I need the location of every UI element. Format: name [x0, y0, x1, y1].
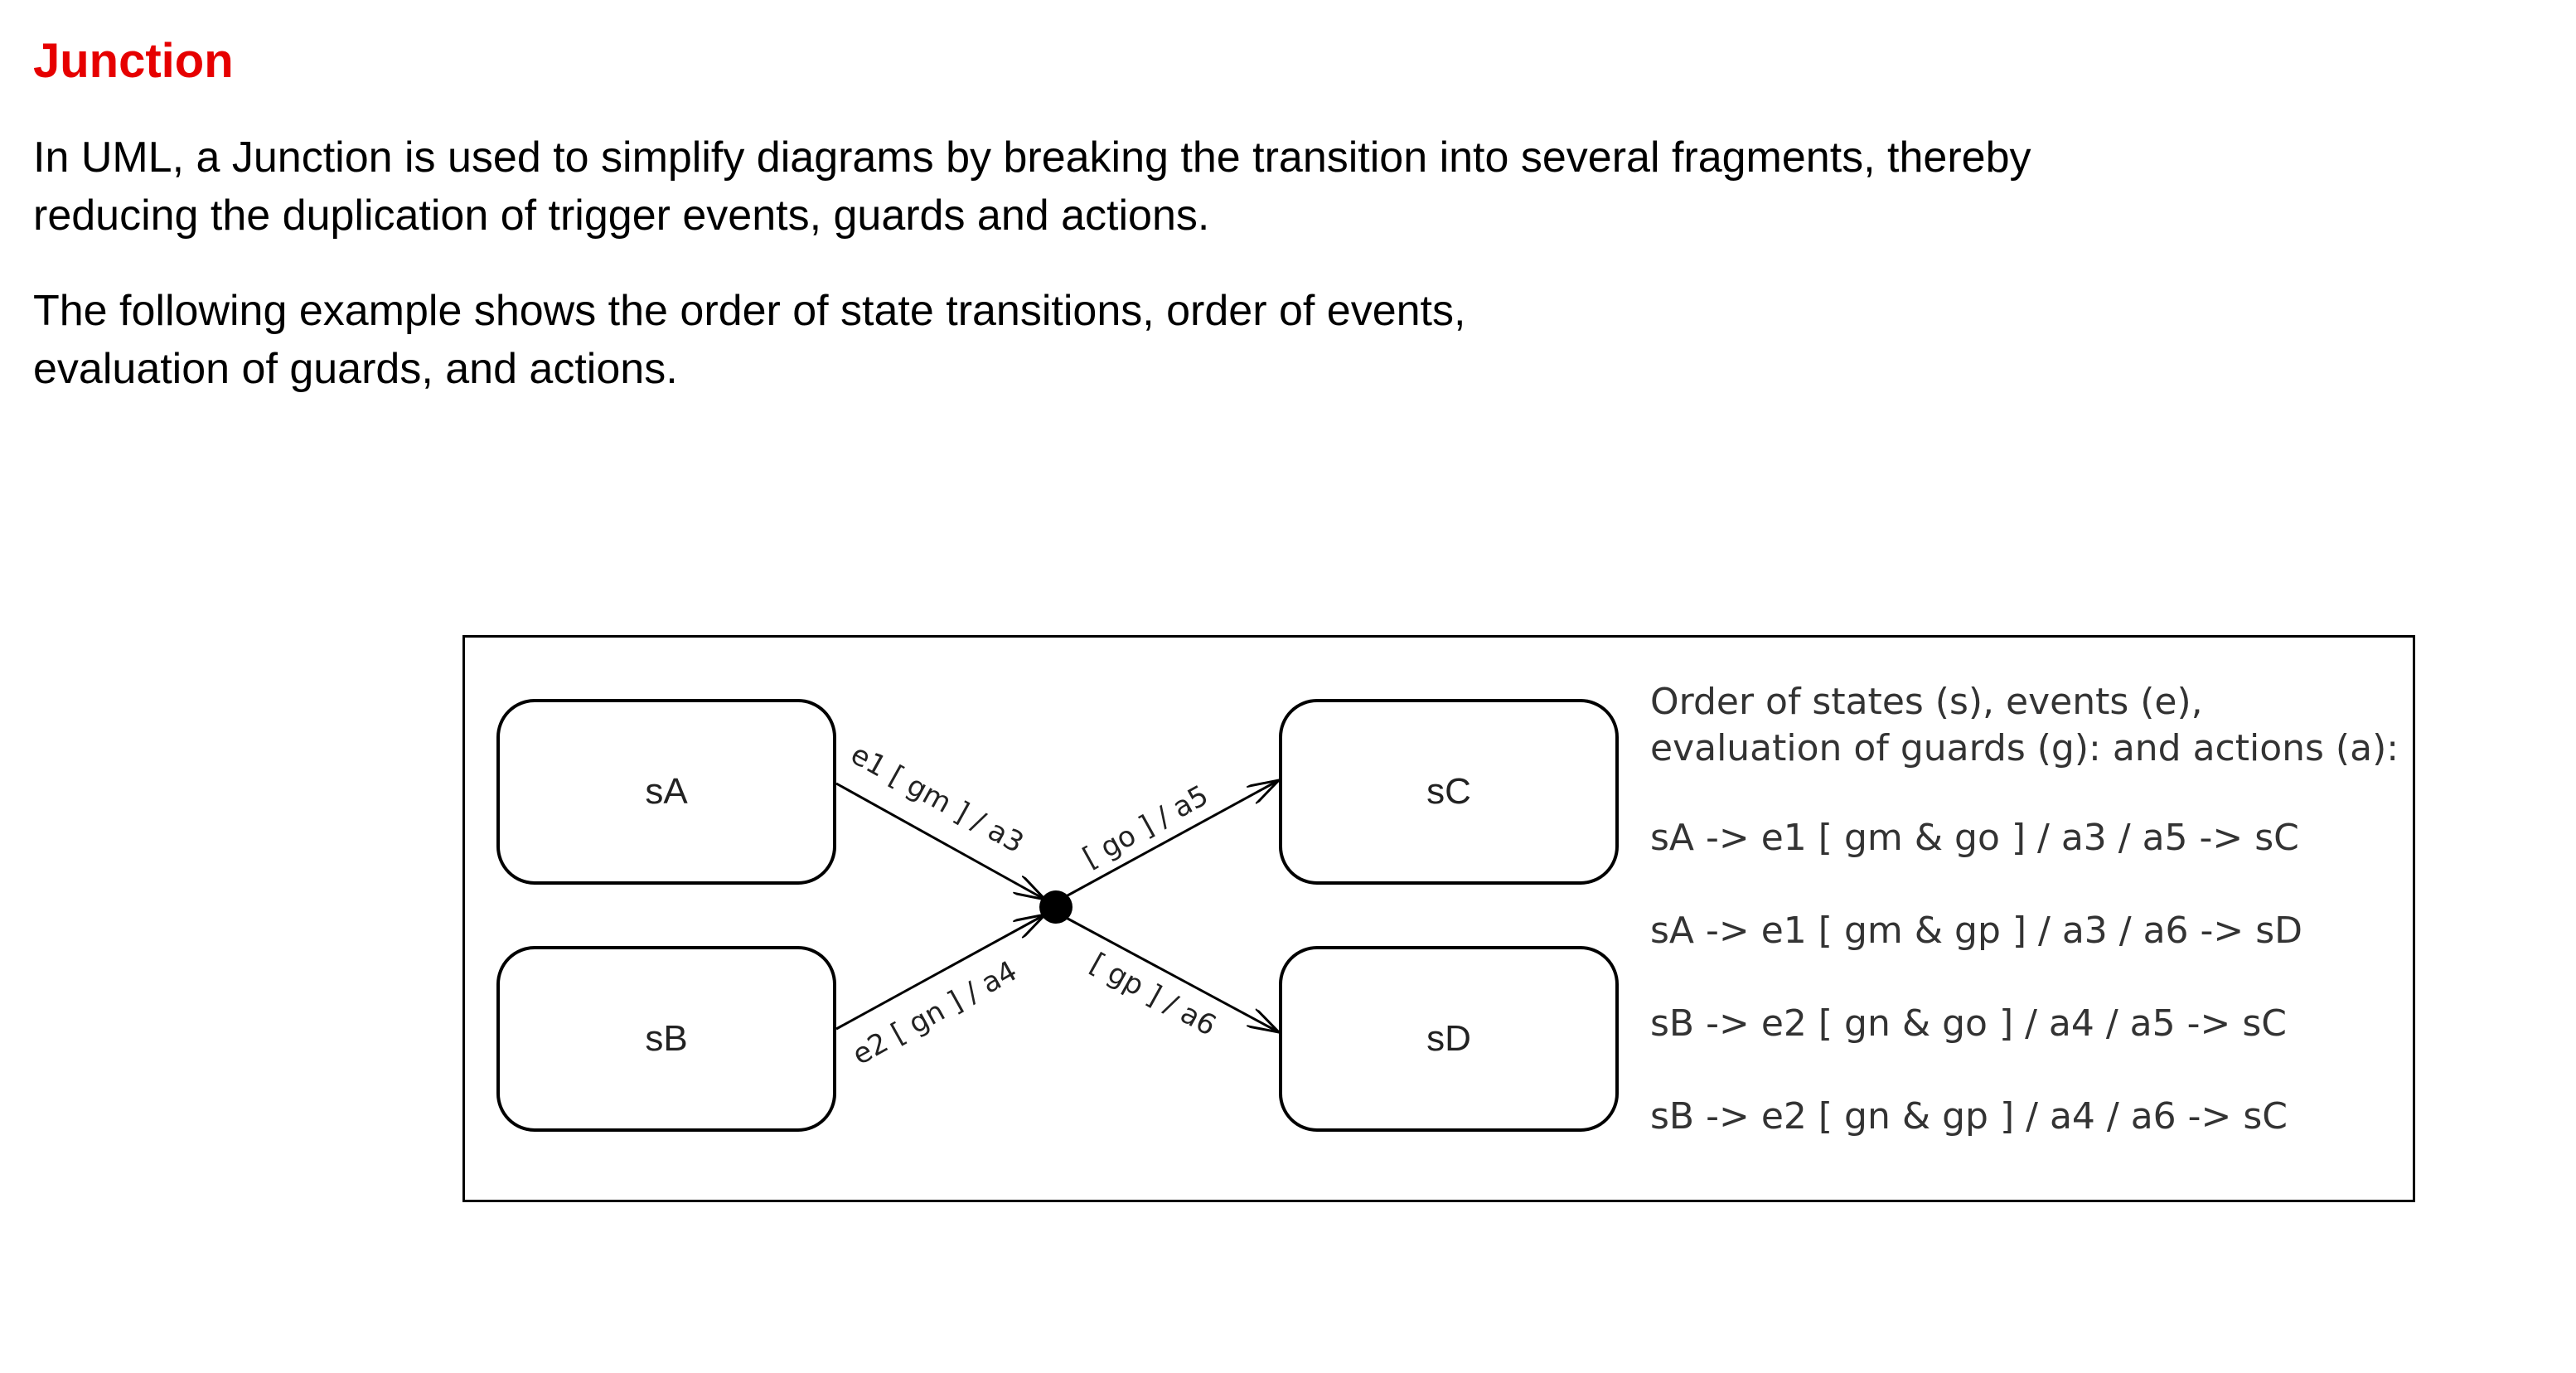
order-heading-line-1: Order of states (s), events (e),: [1650, 681, 2203, 723]
junction-diagram-figure: sA sB sC sD e1 [ gm ] / a3 e2 [ gn ] / a…: [462, 635, 2415, 1202]
order-item: sB -> e2 [ gn & gp ] / a4 / a6 -> sC: [1650, 1095, 2288, 1138]
state-sD-label: sD: [1426, 1018, 1471, 1059]
example-paragraph: The following example shows the order of…: [33, 282, 2437, 398]
page-heading: Junction: [33, 34, 234, 88]
junction-point: [1039, 890, 1073, 924]
state-sA: sA: [496, 699, 836, 885]
transition-arrow-sB-junction: [835, 915, 1045, 1031]
state-sB: sB: [496, 946, 836, 1132]
transition-arrow-junction-sD: [1059, 913, 1279, 1032]
transition-label-gp: [ gp ] / a6: [1085, 947, 1222, 1043]
transition-arrow-junction-sC: [1059, 780, 1279, 901]
order-item: sA -> e1 [ gm & gp ] / a3 / a6 -> sD: [1650, 910, 2303, 952]
order-item: sA -> e1 [ gm & go ] / a3 / a5 -> sC: [1650, 817, 2299, 859]
order-heading-line-2: evaluation of guards (g): and actions (a…: [1650, 727, 2399, 769]
state-sD: sD: [1279, 946, 1619, 1132]
order-legend: Order of states (s), events (e), evaluat…: [1650, 679, 2399, 1186]
intro-paragraph: In UML, a Junction is used to simplify d…: [33, 129, 2437, 245]
transition-label-e2: e2 [ gn ] / a4: [847, 954, 1023, 1072]
order-list: sA -> e1 [ gm & go ] / a3 / a5 -> sC sA …: [1650, 815, 2396, 1186]
example-line-2: evaluation of guards, and actions.: [33, 345, 678, 393]
order-item: sB -> e2 [ gn & go ] / a4 / a5 -> sC: [1650, 1002, 2288, 1045]
state-sC: sC: [1279, 699, 1619, 885]
intro-line-2: reducing the duplication of trigger even…: [33, 192, 1210, 240]
state-sB-label: sB: [645, 1018, 687, 1059]
transition-arrow-sA-junction: [835, 782, 1045, 900]
intro-line-1: In UML, a Junction is used to simplify d…: [33, 133, 2031, 182]
state-sA-label: sA: [645, 771, 688, 812]
transition-label-e1: e1 [ gm ] / a3: [845, 738, 1029, 860]
example-line-1: The following example shows the order of…: [33, 287, 1466, 335]
state-sC-label: sC: [1426, 771, 1471, 812]
junction-diagram: sA sB sC sD e1 [ gm ] / a3 e2 [ gn ] / a…: [496, 699, 1619, 1132]
